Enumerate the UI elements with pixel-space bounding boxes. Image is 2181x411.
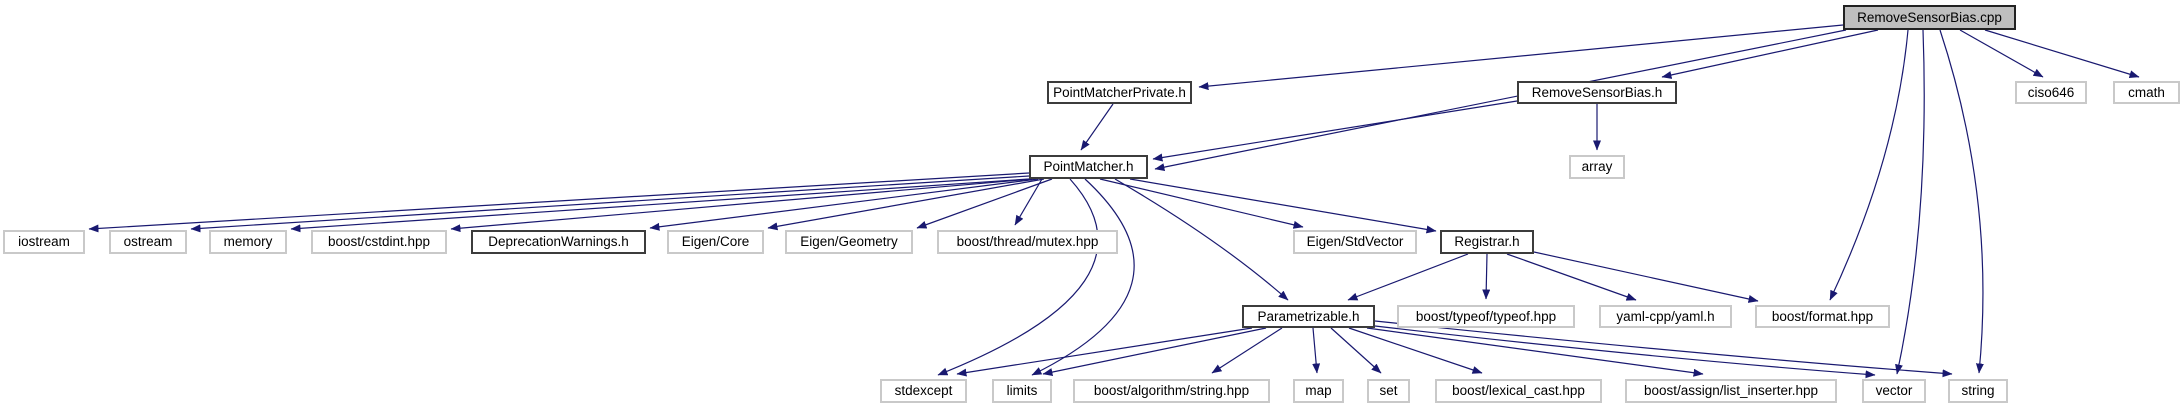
edge-removesensorbias-cpp-to-cmath — [1984, 29, 2140, 79]
node-memory: memory — [209, 230, 287, 254]
edge-parametrizable-h-to-boost-assign-list-inserter-hpp — [1366, 327, 1704, 377]
edge-parametrizable-h-to-map — [1312, 327, 1321, 374]
edge-pointmatcher-h-to-eigen-geometry — [916, 178, 1053, 229]
node-boost-cstdint-hpp: boost/cstdint.hpp — [311, 230, 447, 254]
edge-pointmatcher-h-to-limits — [1031, 178, 1135, 376]
edge-removesensorbias-cpp-to-vector — [1895, 29, 1925, 375]
node-removesensorbias-cpp[interactable]: RemoveSensorBias.cpp — [1843, 5, 2016, 30]
node-stdexcept: stdexcept — [880, 379, 967, 403]
node-eigen-stdvector: Eigen/StdVector — [1293, 230, 1417, 254]
node-pointmatcher-h[interactable]: PointMatcher.h — [1029, 155, 1148, 179]
edge-registrar-h-to-yaml-cpp-yaml-h — [1506, 253, 1637, 301]
edge-pointmatcher-h-to-boost-thread-mutex-hpp — [1014, 178, 1043, 226]
edge-registrar-h-to-boost-format-hpp — [1533, 251, 1759, 303]
edge-pointmatcher-h-to-parametrizable-h — [1114, 178, 1289, 301]
node-boost-thread-mutex-hpp: boost/thread/mutex.hpp — [937, 230, 1118, 254]
edge-registrar-h-to-boost-typeof-typeof-hpp — [1482, 253, 1491, 300]
edge-parametrizable-h-to-boost-lexical-cast-hpp — [1348, 327, 1483, 374]
edge-removesensorbias-cpp-to-removesensorbias-h — [1661, 29, 1879, 79]
node-boost-lexical-cast-hpp: boost/lexical_cast.hpp — [1435, 379, 1602, 403]
edge-pointmatcher-h-to-eigen-core — [767, 178, 1045, 231]
edge-removesensorbias-cpp-to-boost-format-hpp — [1829, 29, 1909, 301]
edge-pointmatcher-h-to-stdexcept — [937, 178, 1099, 376]
node-yaml-cpp-yaml-h: yaml-cpp/yaml.h — [1599, 305, 1732, 328]
node-eigen-core: Eigen/Core — [667, 230, 764, 254]
edge-parametrizable-h-to-boost-algorithm-string-hpp — [1211, 327, 1283, 374]
edge-parametrizable-h-to-string — [1374, 320, 1953, 378]
edge-removesensorbias-cpp-to-string — [1939, 29, 1984, 374]
node-boost-typeof-typeof-hpp: boost/typeof/typeof.hpp — [1397, 305, 1575, 328]
node-ciso646: ciso646 — [2015, 81, 2087, 104]
node-set: set — [1367, 379, 1410, 403]
node-map: map — [1293, 379, 1344, 403]
node-boost-format-hpp: boost/format.hpp — [1755, 305, 1890, 328]
node-cmath: cmath — [2113, 81, 2180, 104]
edge-pointmatcher-h-to-registrar-h — [1129, 178, 1437, 234]
node-vector: vector — [1862, 379, 1926, 403]
edge-pointmatcher-h-to-memory — [290, 178, 1030, 233]
edge-parametrizable-h-to-set — [1330, 327, 1382, 374]
edge-parametrizable-h-to-limits — [1042, 327, 1267, 376]
edge-pointmatcherprivate-h-to-pointmatcher-h — [1080, 103, 1114, 151]
edge-removesensorbias-cpp-to-pointmatcherprivate-h — [1198, 24, 1844, 91]
node-parametrizable-h[interactable]: Parametrizable.h — [1242, 305, 1375, 328]
node-array: array — [1569, 155, 1625, 179]
node-string: string — [1948, 379, 2008, 403]
node-deprecationwarnings-h[interactable]: DeprecationWarnings.h — [471, 230, 646, 254]
node-boost-algorithm-string-hpp: boost/algorithm/string.hpp — [1073, 379, 1270, 403]
node-boost-assign-list-inserter-hpp: boost/assign/list_inserter.hpp — [1625, 379, 1837, 403]
edge-removesensorbias-cpp-to-ciso646 — [1959, 29, 2044, 78]
edge-pointmatcher-h-to-ostream — [190, 175, 1030, 233]
edge-registrar-h-to-parametrizable-h — [1347, 253, 1469, 301]
edge-parametrizable-h-to-stdexcept — [956, 327, 1253, 377]
node-pointmatcherprivate-h[interactable]: PointMatcherPrivate.h — [1047, 81, 1192, 104]
edge-pointmatcher-h-to-deprecationwarnings-h — [649, 178, 1039, 231]
node-limits: limits — [992, 379, 1052, 403]
node-eigen-geometry: Eigen/Geometry — [785, 230, 913, 254]
edge-removesensorbias-h-to-pointmatcher-h — [1152, 100, 1518, 162]
node-removesensorbias-h[interactable]: RemoveSensorBias.h — [1517, 81, 1677, 104]
edge-pointmatcher-h-to-boost-cstdint-hpp — [450, 178, 1033, 233]
node-registrar-h[interactable]: Registrar.h — [1440, 230, 1534, 254]
edge-pointmatcher-h-to-iostream — [88, 172, 1030, 233]
edge-removesensorbias-cpp-to-pointmatcher-h — [1154, 29, 1847, 172]
edge-parametrizable-h-to-vector — [1374, 325, 1876, 379]
edge-pointmatcher-h-to-eigen-stdvector — [1099, 178, 1304, 229]
node-iostream: iostream — [3, 230, 85, 254]
node-ostream: ostream — [109, 230, 187, 254]
